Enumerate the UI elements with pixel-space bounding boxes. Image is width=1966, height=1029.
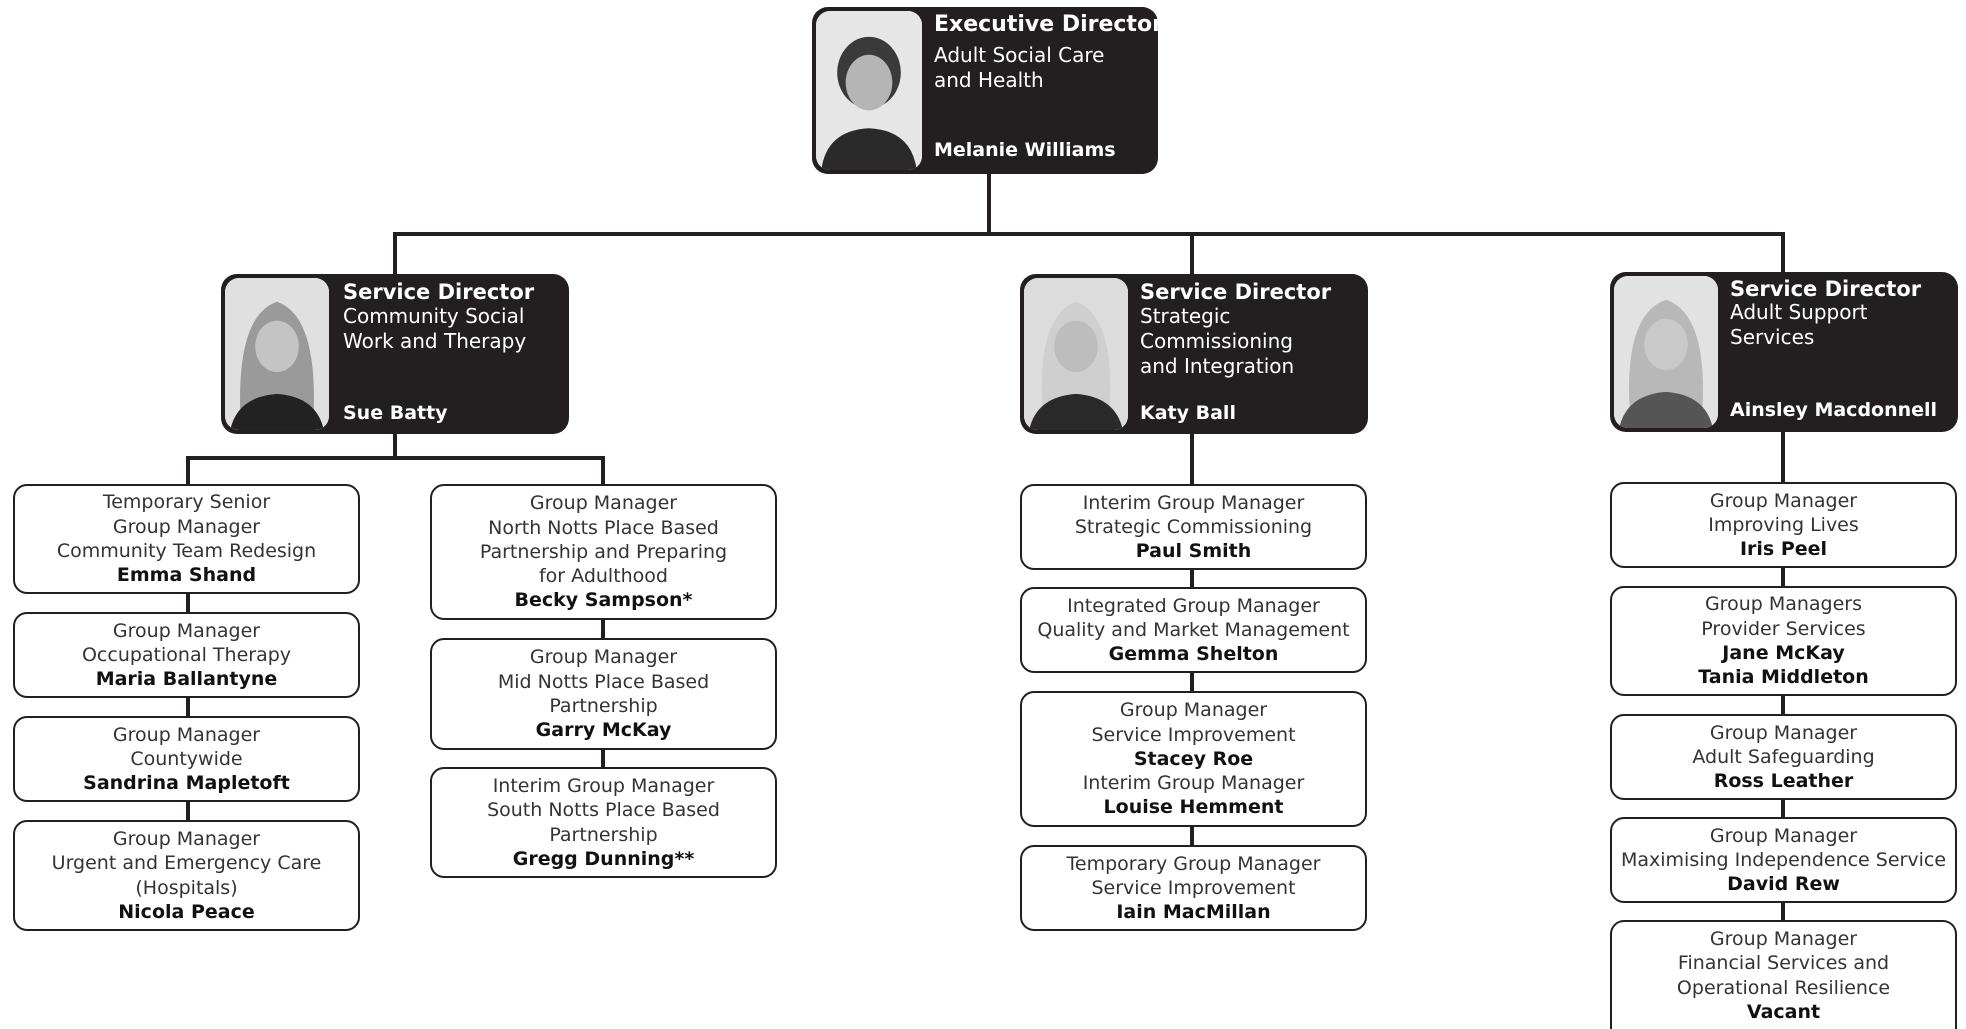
area-label: South Notts Place Based Partnership <box>487 799 720 846</box>
manager-card: Group Manager Improving Lives Iris Peel <box>1610 482 1957 568</box>
person-name: Ross Leather <box>1713 770 1854 793</box>
portrait-photo <box>1614 276 1718 428</box>
area-label: Improving Lives <box>1708 513 1859 536</box>
connector <box>1781 430 1785 994</box>
role-label: Group Manager <box>112 619 261 642</box>
director-name: Katy Ball <box>1140 402 1236 424</box>
manager-card: Group Manager Countywide Sandrina Maplet… <box>13 716 360 802</box>
area-label: Strategic Commissioning <box>1074 515 1313 538</box>
person-name: Jane McKay <box>1722 642 1845 664</box>
connector <box>1781 232 1785 274</box>
person-name: Becky Sampson* <box>514 589 693 612</box>
director-name: Ainsley Macdonnell <box>1730 399 1938 421</box>
director-name: Sue Batty <box>343 402 448 424</box>
service-director-card: Service Director Adult Support Services … <box>1610 272 1958 432</box>
person-name: Tania Middleton <box>1698 666 1869 689</box>
director-title: Service Director <box>343 280 535 304</box>
manager-card: Group Manager Occupational Therapy Maria… <box>13 612 360 698</box>
role-label: Temporary Group Manager <box>1066 852 1321 875</box>
role-label: Group Managers <box>1704 593 1863 616</box>
manager-card: Temporary Group Manager Service Improvem… <box>1020 845 1367 931</box>
role-label: Group Manager <box>1709 927 1858 950</box>
director-subtitle: Adult Support Services <box>1730 300 1868 349</box>
role-label: Interim Group Manager <box>1082 491 1305 514</box>
connector <box>393 432 397 459</box>
area-label: Mid Notts Place Based Partnership <box>497 670 710 717</box>
role-label: Interim Group Manager <box>1082 772 1305 795</box>
role-label: Group Manager <box>1709 824 1858 847</box>
area-label: Quality and Market Management <box>1037 618 1350 641</box>
manager-card: Group Manager Maximising Independence Se… <box>1610 817 1957 903</box>
area-label: Urgent and Emergency Care (Hospitals) <box>51 852 322 899</box>
person-name: David Rew <box>1727 873 1840 896</box>
person-name: Nicola Peace <box>118 900 255 923</box>
executive-director-card: Executive Director Adult Social Care and… <box>812 7 1163 174</box>
person-icon <box>1024 278 1128 430</box>
person-name: Louise Hemment <box>1103 796 1284 819</box>
executive-title: Executive Director <box>934 12 1163 37</box>
manager-card: Group Manager Adult Safeguarding Ross Le… <box>1610 714 1957 800</box>
area-label: Service Improvement <box>1091 876 1296 899</box>
person-name: Maria Ballantyne <box>95 668 278 691</box>
connector <box>1190 232 1194 276</box>
person-name: Gregg Dunning** <box>512 847 695 870</box>
role-label: Temporary Senior Group Manager <box>102 491 271 538</box>
director-subtitle: Strategic Commissioning and Integration <box>1140 304 1295 378</box>
connector <box>987 172 991 235</box>
portrait-photo <box>225 278 329 430</box>
role-label: Group Manager <box>1709 721 1858 744</box>
role-label: Group Manager <box>529 646 678 669</box>
area-label: Service Improvement <box>1091 723 1296 746</box>
role-label: Group Manager <box>1119 699 1268 722</box>
connector <box>186 456 605 460</box>
person-icon <box>225 278 329 430</box>
executive-name: Melanie Williams <box>934 139 1116 161</box>
person-name: Paul Smith <box>1135 540 1252 563</box>
person-name: Vacant <box>1746 1000 1821 1023</box>
role-label: Group Manager <box>1709 489 1858 512</box>
manager-card: Interim Group Manager South Notts Place … <box>430 767 777 878</box>
portrait-photo <box>816 11 922 170</box>
service-director-card: Service Director Strategic Commissioning… <box>1020 274 1368 434</box>
person-name: Iain MacMillan <box>1116 901 1271 924</box>
manager-card: Group Manager North Notts Place Based Pa… <box>430 484 777 620</box>
person-name: Iris Peel <box>1739 538 1828 561</box>
connector <box>393 232 397 276</box>
manager-card: Interim Group Manager Strategic Commissi… <box>1020 484 1367 570</box>
area-label: Maximising Independence Service <box>1620 848 1947 871</box>
portrait-photo <box>1024 278 1128 430</box>
role-label: Group Manager <box>112 827 261 850</box>
person-name: Gemma Shelton <box>1108 643 1279 666</box>
area-label: Adult Safeguarding <box>1692 745 1875 768</box>
role-label: Group Manager <box>112 723 261 746</box>
manager-card: Group Manager Urgent and Emergency Care … <box>13 820 360 931</box>
role-label: Integrated Group Manager <box>1067 594 1320 617</box>
connector <box>393 232 1785 236</box>
area-label: Countywide <box>130 747 243 770</box>
area-label: Occupational Therapy <box>81 643 292 666</box>
area-label: North Notts Place Based Partnership and … <box>479 516 728 588</box>
person-icon <box>816 11 922 170</box>
person-name: Stacey Roe <box>1133 747 1254 770</box>
person-name: Garry McKay <box>535 719 672 742</box>
manager-card: Group Manager Mid Notts Place Based Part… <box>430 638 777 750</box>
role-label: Group Manager <box>529 492 678 515</box>
manager-card: Temporary Senior Group Manager Community… <box>13 484 360 594</box>
director-title: Service Director <box>1140 280 1332 304</box>
director-title: Service Director <box>1730 277 1922 301</box>
executive-subtitle: Adult Social Care and Health <box>934 43 1105 92</box>
person-name: Sandrina Mapletoft <box>83 772 290 795</box>
area-label: Financial Services and Operational Resil… <box>1676 952 1891 999</box>
person-icon <box>1614 276 1718 428</box>
manager-card: Group Manager Service Improvement Stacey… <box>1020 691 1367 827</box>
director-subtitle: Community Social Work and Therapy <box>343 304 527 353</box>
area-label: Community Team Redesign <box>56 540 317 562</box>
manager-card: Group Managers Provider Services Jane Mc… <box>1610 586 1957 696</box>
manager-card: Integrated Group Manager Quality and Mar… <box>1020 587 1367 673</box>
service-director-card: Service Director Community Social Work a… <box>221 274 569 434</box>
person-name: Emma Shand <box>116 564 257 587</box>
manager-card: Group Manager Financial Services and Ope… <box>1610 920 1957 1029</box>
role-label: Interim Group Manager <box>492 774 715 797</box>
area-label: Provider Services <box>1701 617 1866 640</box>
